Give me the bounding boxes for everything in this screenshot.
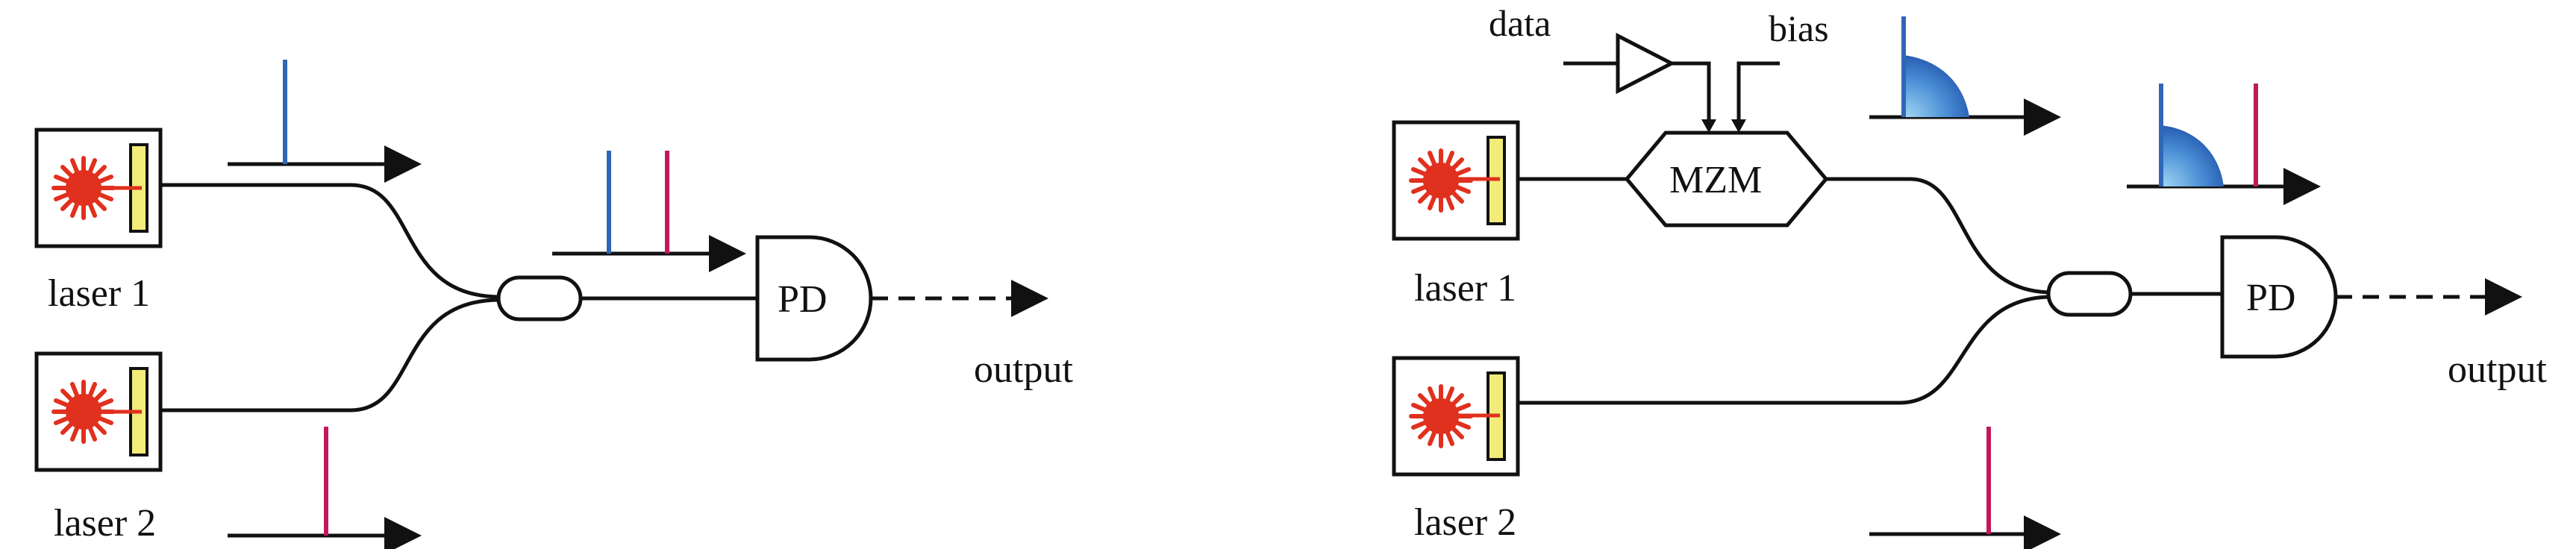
fiber-upper — [160, 183, 501, 299]
bias-to-mzm-line — [1736, 61, 1780, 123]
output-label-right: output — [2448, 348, 2547, 391]
fiber-lower — [160, 298, 501, 412]
right-panel: laser 1 laser 2 MZM data bias PD — [1394, 2, 2547, 549]
fiber-mzm-to-coupler — [1826, 177, 2053, 295]
output-label: output — [974, 348, 1073, 391]
data-label: data — [1489, 2, 1551, 44]
photodetector-icon — [755, 235, 873, 362]
bias-label: bias — [1769, 7, 1829, 49]
modulator-label: MZM — [1669, 159, 1762, 201]
amplifier-triangle-icon — [1616, 32, 1676, 95]
coupler-icon-right — [2046, 271, 2133, 317]
photodetector-label-right: PD — [2246, 277, 2295, 319]
laser-2-label: laser 2 — [54, 502, 156, 545]
photodetector-icon-right — [2220, 235, 2338, 359]
laser-1-label-right: laser 1 — [1414, 267, 1516, 310]
data-to-mzm-line — [1672, 61, 1711, 123]
coupler-icon — [496, 275, 583, 321]
modulated-spectrum-shape — [1904, 55, 1969, 117]
fiber-laser2-to-coupler — [1518, 295, 2053, 405]
combined-spectrum-shape — [2161, 125, 2224, 186]
bias-arrow-head — [1731, 119, 1746, 133]
laser-1-label: laser 1 — [48, 272, 150, 315]
photodetector-label: PD — [778, 278, 827, 321]
left-panel: laser 1 laser 2 PD output — [37, 60, 1073, 549]
laser-2-label-right: laser 2 — [1414, 501, 1516, 544]
data-arrow-head — [1701, 119, 1716, 133]
